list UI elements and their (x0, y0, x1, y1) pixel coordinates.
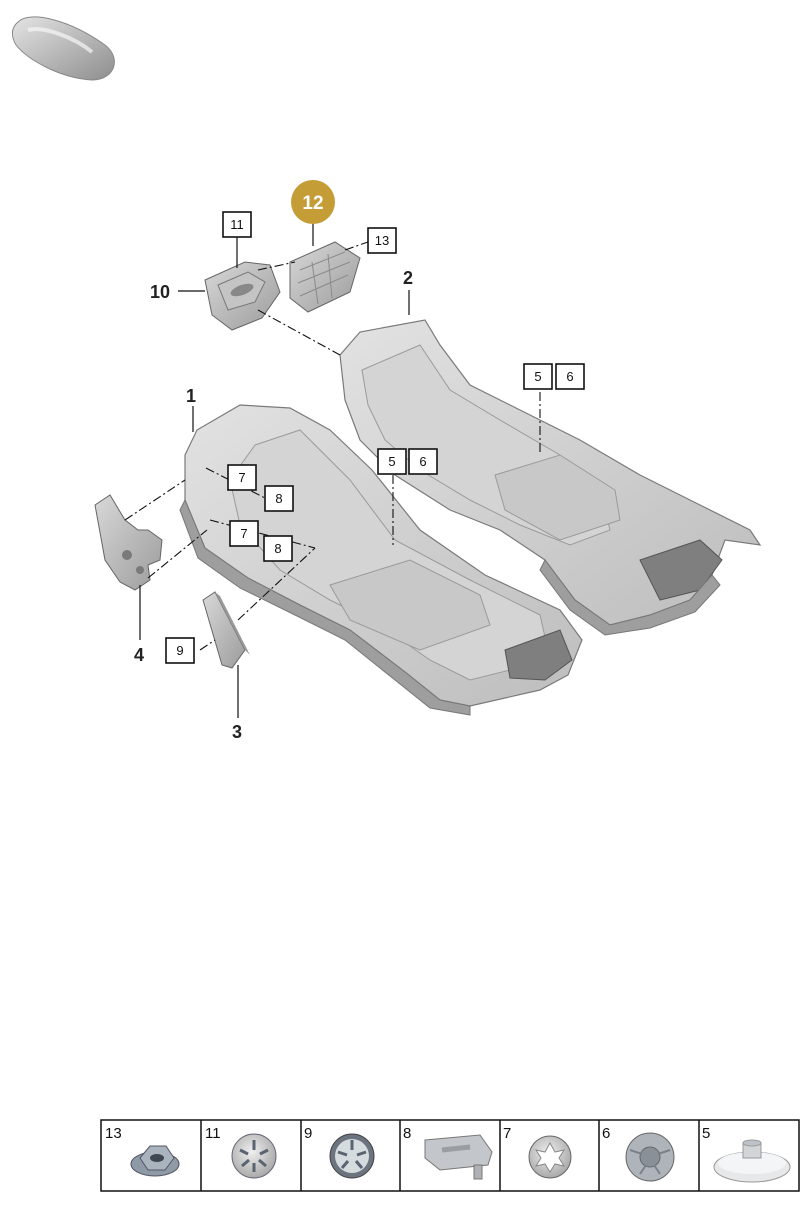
leader-lines (139, 224, 410, 718)
legend-number-8: 8 (403, 1125, 411, 1142)
button-fastener-icon (713, 1139, 791, 1183)
legend-number-7: 7 (503, 1125, 511, 1142)
bracket-part[interactable] (94, 494, 163, 591)
callout-7-upper[interactable]: 7 (227, 464, 257, 491)
callout-7-upper-label: 7 (238, 470, 245, 485)
small-parts-legend: 13 11 9 (100, 1119, 800, 1192)
wedge-part[interactable] (202, 591, 250, 669)
part-number-10: 10 (150, 282, 170, 302)
hex-flange-nut-icon (130, 1145, 180, 1177)
vin-cover-icon (424, 1134, 493, 1180)
star-washer-icon (329, 1133, 375, 1179)
part-number-4: 4 (134, 645, 144, 665)
callout-5-rear-label: 5 (534, 369, 541, 384)
callout-5-front-label: 5 (388, 454, 395, 469)
round-clip-icon (625, 1132, 675, 1182)
insulation-pad-part[interactable] (289, 241, 361, 313)
car-thumbnail-icon[interactable] (11, 16, 115, 81)
callout-13-label: 13 (375, 233, 389, 248)
callout-8-lower-label: 8 (274, 541, 281, 556)
callout-9-label: 9 (176, 643, 183, 658)
callout-9[interactable]: 9 (165, 637, 195, 664)
callout-5-rear[interactable]: 5 (523, 363, 553, 390)
part-number-1: 1 (186, 386, 196, 406)
callout-11[interactable]: 11 (222, 211, 252, 238)
callout-6-rear-label: 6 (566, 369, 573, 384)
legend-number-13: 13 (105, 1125, 122, 1142)
support-bracket-part[interactable] (204, 261, 281, 331)
callout-11-label: 11 (230, 217, 244, 232)
part-number-2: 2 (403, 268, 413, 288)
push-nut-icon (528, 1135, 572, 1179)
legend-number-5: 5 (702, 1125, 710, 1142)
callout-6-rear[interactable]: 6 (555, 363, 585, 390)
assembly-lines (124, 241, 541, 651)
callout-5-front[interactable]: 5 (377, 448, 407, 475)
callout-6-front-label: 6 (419, 454, 426, 469)
spring-clip-icon (231, 1133, 277, 1179)
legend-number-6: 6 (602, 1125, 610, 1142)
callout-8-lower[interactable]: 8 (263, 535, 293, 562)
callout-7-lower[interactable]: 7 (229, 520, 259, 547)
front-floor-carpet[interactable] (179, 404, 583, 716)
legend-number-11: 11 (205, 1125, 221, 1142)
highlight-label: 12 (302, 193, 323, 214)
rear-floor-carpet[interactable] (339, 319, 762, 636)
callout-6-front[interactable]: 6 (408, 448, 438, 475)
part-number-3: 3 (232, 722, 242, 742)
callout-7-lower-label: 7 (240, 526, 247, 541)
highlight-callout-12[interactable]: 12 (291, 180, 335, 224)
callout-8-upper[interactable]: 8 (264, 485, 294, 512)
legend-number-9: 9 (304, 1125, 312, 1142)
callout-8-upper-label: 8 (275, 491, 282, 506)
callout-13[interactable]: 13 (367, 227, 397, 254)
